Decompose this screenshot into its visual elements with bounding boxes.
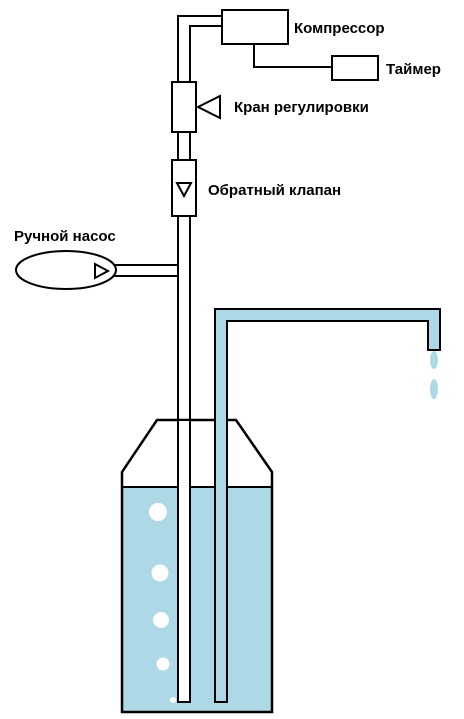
label-compressor: Компрессор	[294, 20, 385, 37]
bubble	[156, 657, 170, 671]
bubble	[151, 564, 169, 582]
air-bubbles	[149, 503, 176, 703]
water-outlet-tube	[214, 308, 441, 703]
hand-pump	[15, 250, 179, 290]
hand-pump-valve-arrow	[94, 262, 111, 280]
regulating-valve-body	[171, 81, 197, 133]
check-valve-arrow	[175, 182, 193, 199]
label-hand-pump: Ручной насос	[14, 228, 116, 245]
water-drop	[430, 351, 438, 369]
jar-water	[122, 487, 272, 712]
label-check-valve: Обратный клапан	[208, 182, 341, 199]
label-regulating-valve: Кран регулировки	[234, 99, 369, 116]
compressor-timer-wire	[253, 44, 332, 68]
bubble	[149, 503, 167, 521]
compressor-box	[221, 9, 289, 45]
timer-box	[331, 55, 379, 81]
air-tube-submerged	[177, 419, 191, 703]
regulating-valve-handle	[195, 94, 221, 120]
bubble	[153, 612, 169, 628]
label-timer: Таймер	[386, 61, 441, 78]
bubble	[170, 697, 176, 703]
jar-outline	[120, 418, 274, 714]
water-drop	[430, 379, 438, 399]
water-jar	[120, 418, 274, 714]
